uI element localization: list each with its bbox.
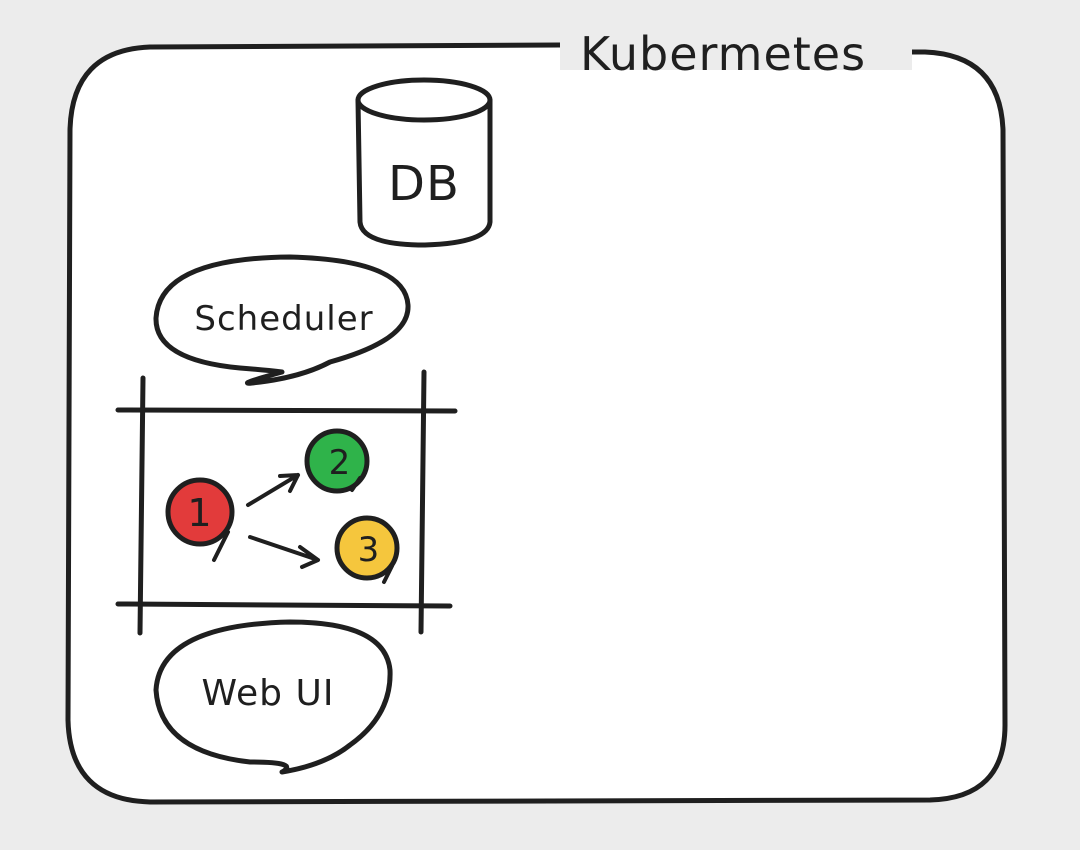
dag-node-1-tail — [212, 530, 230, 562]
dag-arrow-1-to-3 — [248, 535, 320, 569]
dag-node-3: 3 — [334, 515, 400, 584]
dag-node-1: 1 — [165, 477, 235, 562]
database: DB — [355, 77, 493, 248]
dag-node-1-label: 1 — [187, 491, 212, 535]
cluster-title: Kubermetes — [580, 27, 866, 81]
dag-arrow-1-to-2 — [246, 473, 300, 507]
dag-grid-bottom — [115, 601, 453, 609]
db-cylinder-top — [355, 77, 493, 123]
dag-node-2-label: 2 — [329, 443, 352, 483]
webui: Web UI — [153, 619, 393, 775]
dag-grid-right — [418, 369, 427, 635]
cluster-border — [65, 42, 1008, 805]
db-label: DB — [388, 156, 460, 212]
dag-node-2-tail — [350, 476, 362, 492]
db-cylinder-body — [355, 97, 493, 248]
dag-node-1-circle — [165, 477, 235, 547]
webui-label: Web UI — [202, 673, 335, 714]
cluster-title-gap — [560, 30, 912, 70]
dag-node-3-circle — [334, 515, 400, 581]
dag-node-2: 2 — [304, 428, 370, 494]
dag-panel: 1 2 3 — [115, 369, 458, 636]
kubernetes-cluster: Kubermetes — [65, 27, 1008, 805]
dag-node-3-tail — [382, 564, 394, 584]
scheduler-label: Scheduler — [194, 299, 373, 339]
dag-node-3-label: 3 — [358, 530, 381, 570]
dag-node-2-circle — [304, 428, 370, 494]
dag-grid-top — [115, 407, 458, 414]
scheduler-bubble — [153, 254, 411, 386]
scheduler: Scheduler — [153, 254, 411, 386]
dag-grid-left — [137, 375, 146, 636]
webui-bubble — [153, 619, 393, 775]
